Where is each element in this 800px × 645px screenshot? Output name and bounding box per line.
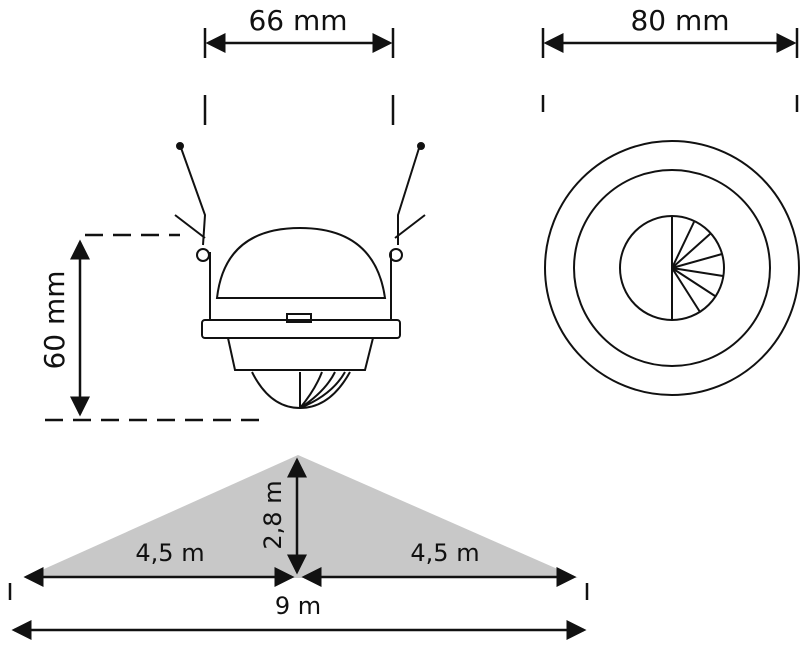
sensor-top-view: [544, 140, 800, 396]
total-diameter-label: 9 m: [275, 592, 321, 620]
sensor-side-view: [174, 142, 426, 410]
width-top-label: 80 mm: [630, 4, 729, 37]
right-radius-label: 4,5 m: [410, 539, 479, 567]
mount-height-label: 2,8 m: [259, 480, 287, 549]
height-label: 60 mm: [38, 270, 71, 369]
width-side-dimension: [203, 28, 395, 125]
width-side-label: 66 mm: [248, 4, 347, 37]
left-radius-label: 4,5 m: [135, 539, 204, 567]
width-top-dimension: [541, 28, 799, 112]
detection-zone: [24, 455, 578, 578]
height-dimension: [45, 233, 265, 422]
detection-dimensions: [8, 457, 589, 640]
